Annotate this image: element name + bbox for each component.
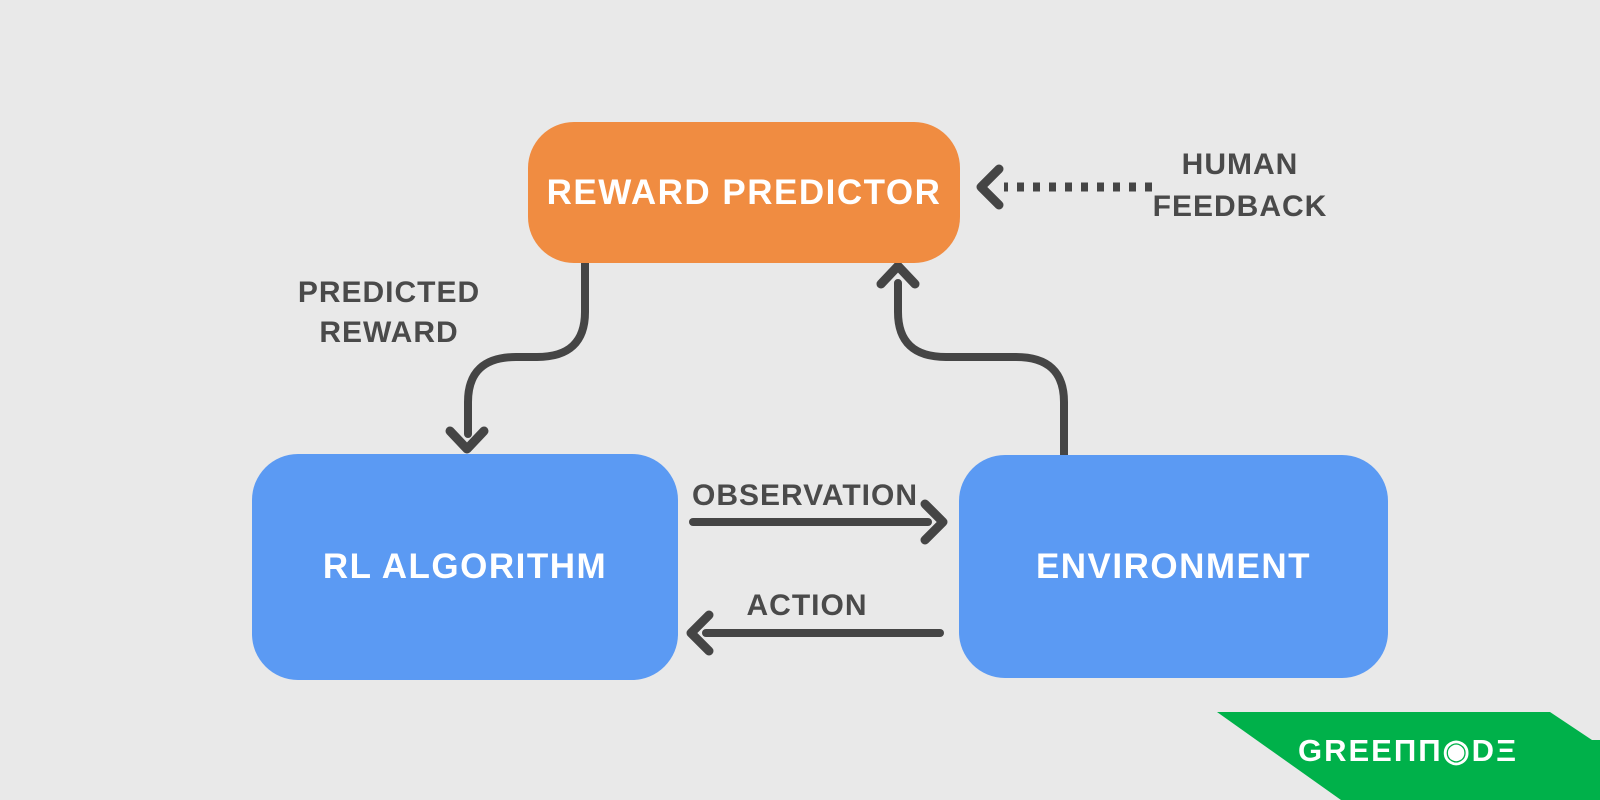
label-human-feedback: HUMAN FEEDBACK [1115, 144, 1365, 228]
label-predicted-reward-line2: REWARD [319, 316, 459, 349]
action-arrowhead [686, 610, 714, 656]
label-human-feedback-line2: FEEDBACK [1152, 190, 1328, 223]
node-rl-algorithm: RL ALGORITHM [252, 454, 678, 680]
greennode-logo: GREEΠΠ◉DΞ [1298, 733, 1519, 768]
label-action: ACTION [746, 589, 868, 622]
node-reward-predictor: REWARD PREDICTOR [528, 122, 960, 263]
label-human-feedback-line1: HUMAN [1181, 148, 1299, 181]
label-predicted-reward-line1: PREDICTED [297, 276, 481, 309]
node-environment-label: ENVIRONMENT [1035, 546, 1312, 586]
label-predicted-reward: PREDICTED REWARD [264, 273, 514, 353]
label-observation: OBSERVATION [691, 479, 919, 512]
environment-to-reward-arrow-line [894, 279, 1068, 460]
environment-to-reward-arrowhead [876, 261, 920, 289]
predicted-reward-arrow-line [464, 256, 589, 438]
node-environment: ENVIRONMENT [959, 455, 1388, 678]
node-reward-predictor-label: REWARD PREDICTOR [546, 172, 942, 212]
predicted-reward-arrowhead [445, 426, 489, 454]
observation-arrowhead [920, 499, 948, 545]
human-feedback-arrowhead [976, 164, 1004, 210]
brand-banner-ribbon [1217, 712, 1600, 800]
node-rl-algorithm-label: RL ALGORITHM [322, 547, 608, 586]
